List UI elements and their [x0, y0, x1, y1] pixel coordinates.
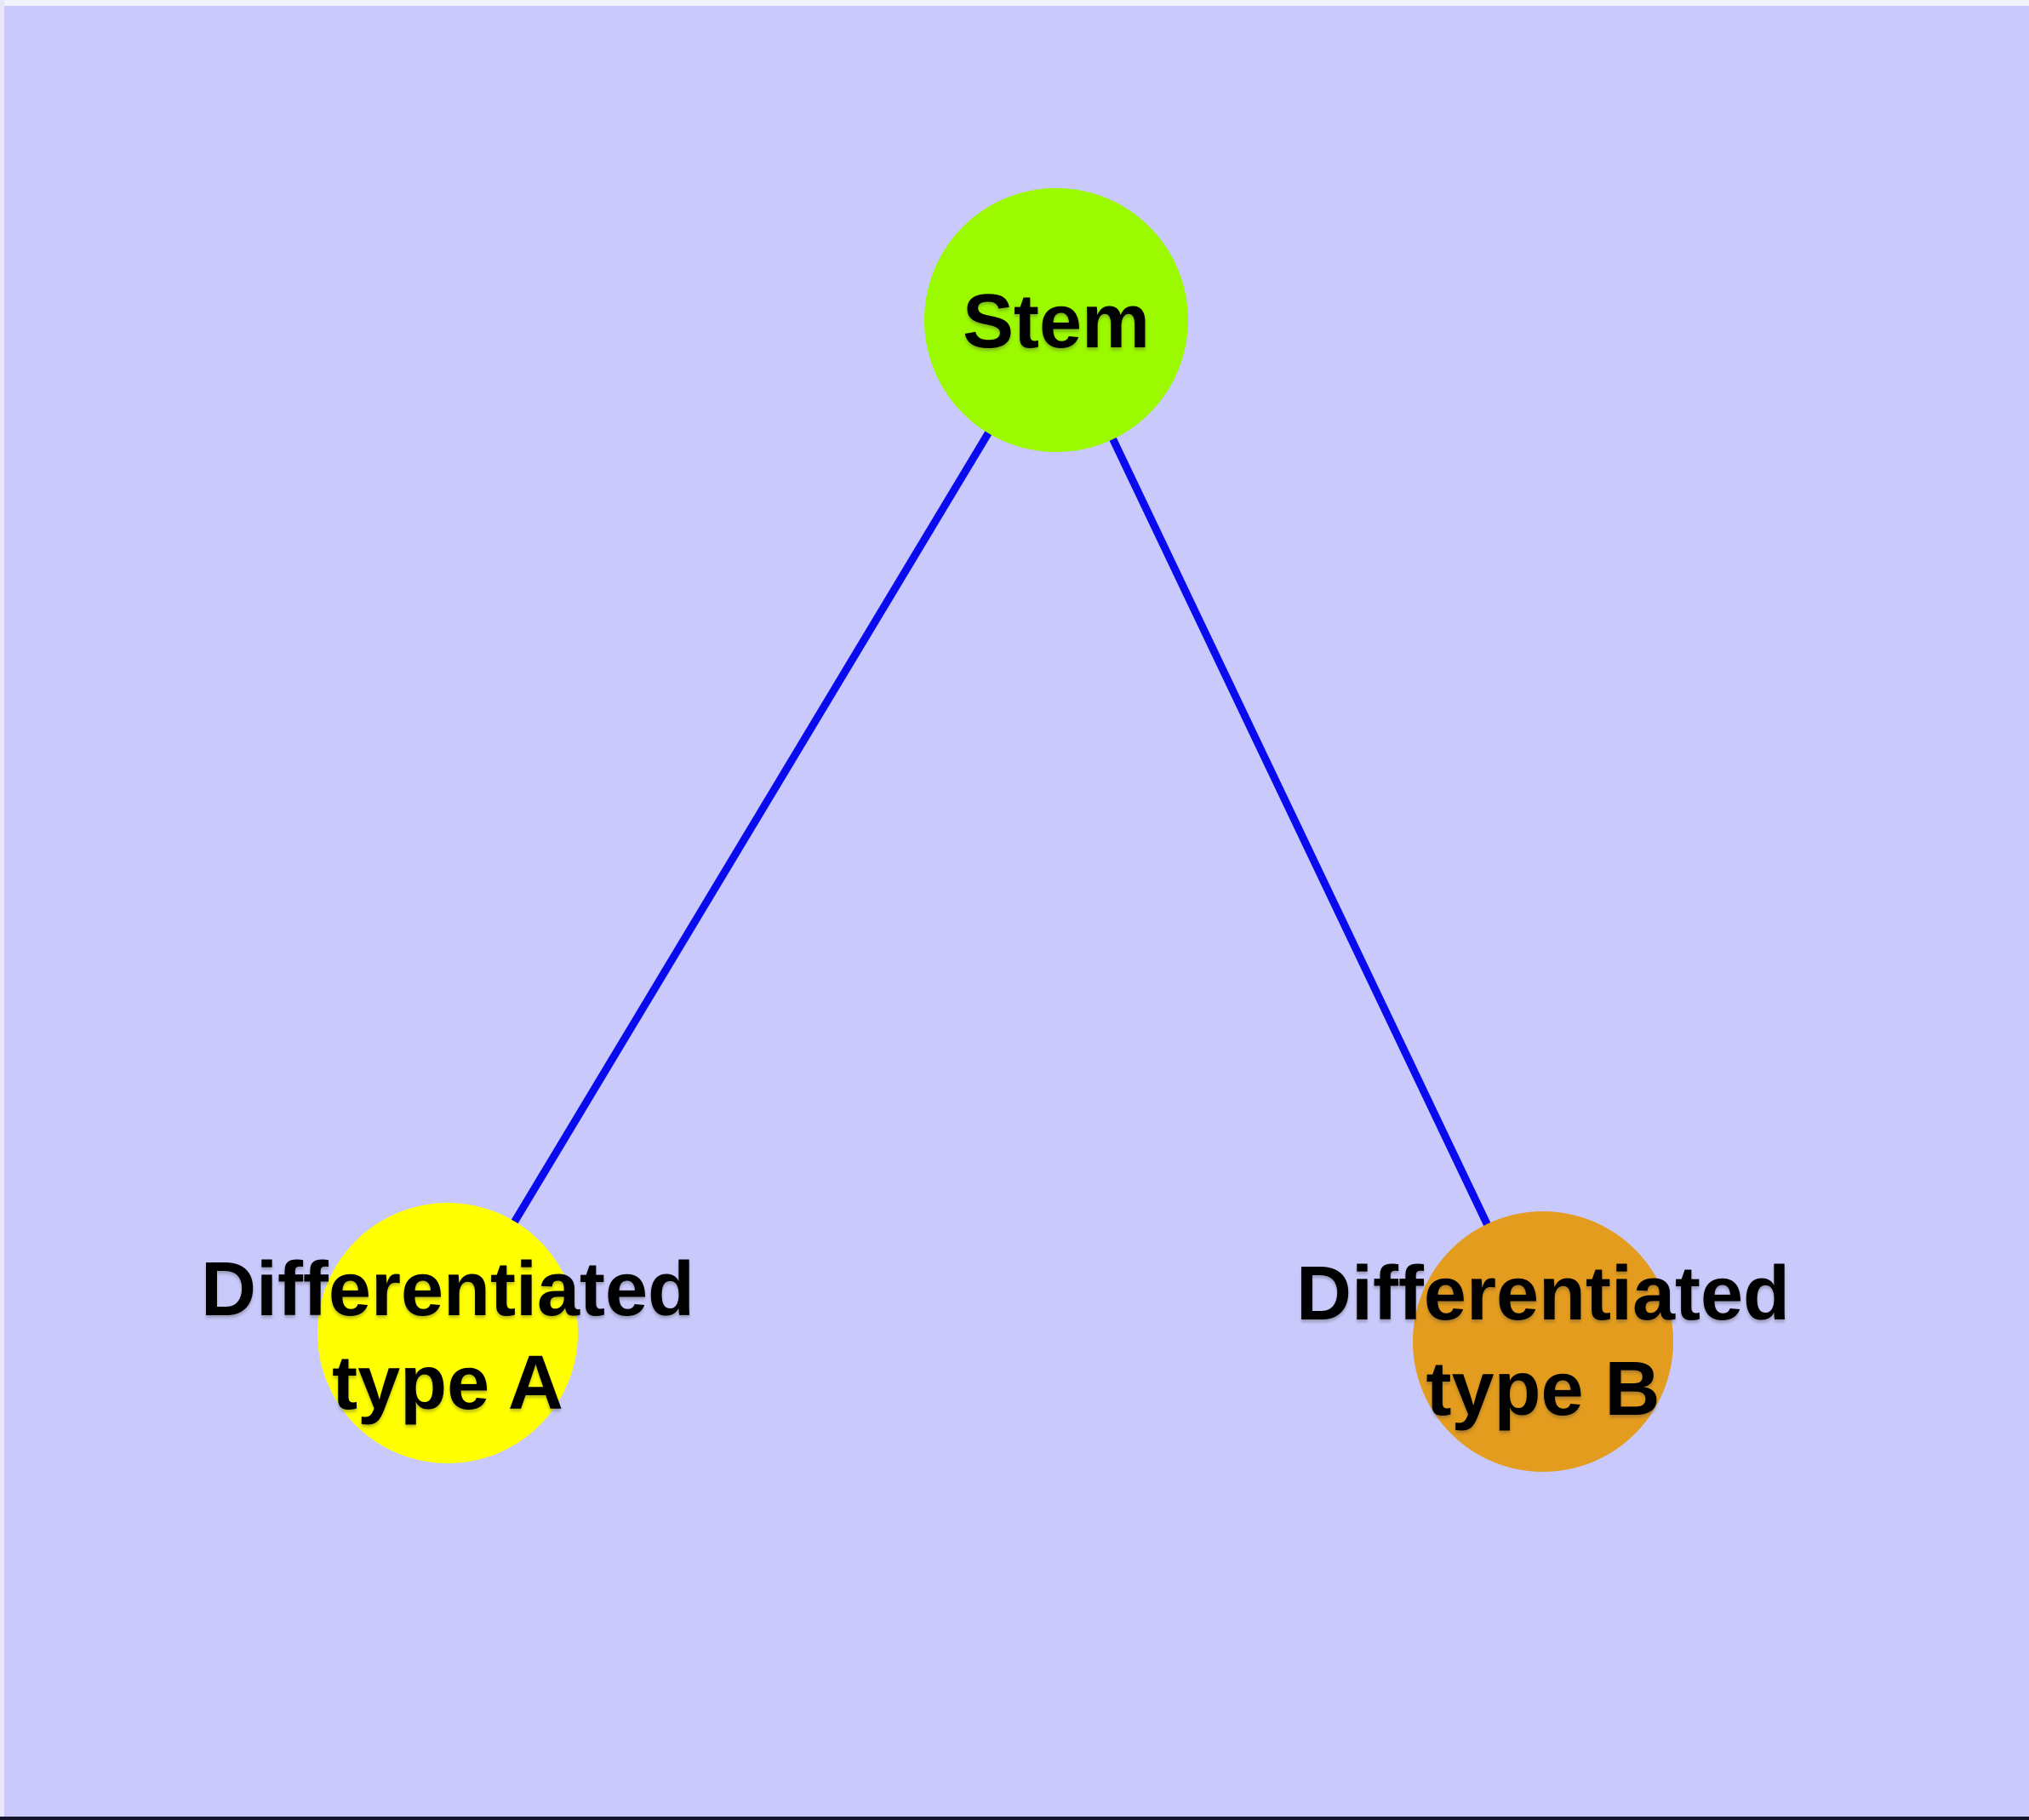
node-type-b-label-line1: Differentiated — [1296, 1251, 1790, 1336]
edge-stem-to-type-b — [1052, 318, 1547, 1343]
node-type-b-label-line2: type B — [1426, 1347, 1660, 1432]
canvas-left-edge-strip — [0, 0, 4, 1820]
canvas-top-edge-strip — [0, 0, 2029, 6]
node-differentiated-type-b — [1413, 1211, 1673, 1472]
canvas-bottom-edge-line — [0, 1817, 2029, 1820]
node-differentiated-type-a — [317, 1203, 578, 1463]
node-stem-label: Stem — [963, 279, 1150, 364]
node-type-a-label-line2: type A — [332, 1341, 563, 1426]
node-type-a-label-line1: Differentiated — [201, 1247, 694, 1332]
node-stem — [924, 188, 1188, 452]
edge-stem-to-type-a — [444, 318, 1060, 1336]
